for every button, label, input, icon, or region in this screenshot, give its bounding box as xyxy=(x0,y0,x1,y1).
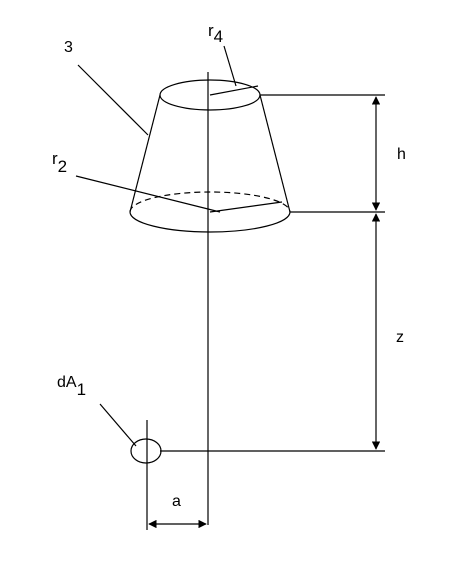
bottom-radius-line xyxy=(209,201,283,213)
label-dA1: dA1 xyxy=(57,374,86,399)
label-a: a xyxy=(172,493,181,510)
frustum-left-side xyxy=(129,94,161,213)
r2-leader xyxy=(75,175,221,213)
frustum-bottom-back-arc xyxy=(129,191,291,213)
label-r2: r2 xyxy=(52,149,67,176)
label-part-number: 3 xyxy=(64,39,73,56)
label-dA1-subscript: 1 xyxy=(77,380,86,399)
part-number-leader xyxy=(77,64,149,136)
label-h: h xyxy=(397,146,406,163)
top-radius-line xyxy=(209,85,259,96)
dA1-leader xyxy=(99,403,137,447)
area-element-dA1 xyxy=(130,438,162,464)
r4-leader xyxy=(223,45,237,87)
label-z: z xyxy=(396,329,404,346)
label-r2-subscript: 2 xyxy=(58,157,67,176)
label-r4: r4 xyxy=(208,21,223,46)
label-r4-subscript: 4 xyxy=(214,27,223,46)
frustum-right-side xyxy=(259,94,291,213)
frustum-bottom-front-arc xyxy=(129,211,291,233)
